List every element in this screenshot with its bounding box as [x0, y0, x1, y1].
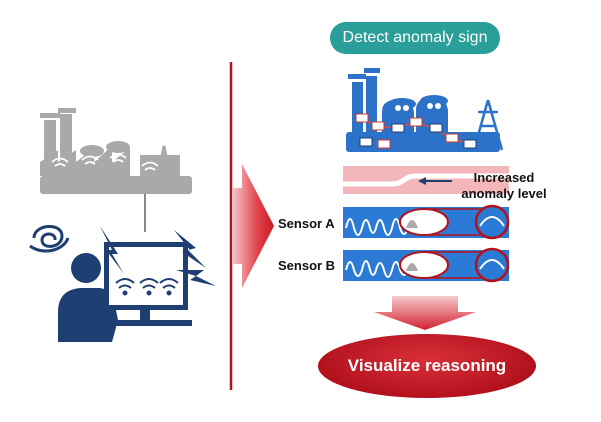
anomaly-level-curve [343, 173, 509, 187]
sensor-b-highlight [399, 251, 449, 279]
anomaly-pointer-arrowhead [418, 177, 426, 185]
process-arrow [232, 164, 274, 288]
sensor-a-wave [345, 218, 417, 236]
sensor-b-spike [406, 263, 418, 271]
sensor-a-spike [406, 220, 418, 228]
sensor-b-zoom [474, 247, 510, 283]
operator-icon [58, 253, 118, 342]
sensor-b-label: Sensor B [278, 258, 336, 273]
sensor-a-zoom [474, 204, 510, 240]
monitor-icon [100, 242, 192, 326]
gray-factory-icon [40, 108, 192, 194]
sensor-badges [355, 113, 477, 149]
sensor-b-zoom-wave [479, 259, 505, 270]
increased-anomaly-label: Increased anomaly level [449, 170, 559, 202]
sensor-a-label: Sensor A [278, 216, 335, 231]
down-arrow [374, 296, 476, 330]
visualize-reasoning-label: Visualize reasoning [347, 356, 507, 375]
detect-anomaly-label: Detect anomaly sign [342, 29, 488, 46]
sensor-b-wave [345, 260, 417, 278]
sensor-a-zoom-wave [479, 216, 505, 227]
increased-line-1: Increased [473, 170, 535, 185]
confused-swirl-icon [29, 225, 70, 253]
sensor-a-highlight [399, 208, 449, 236]
alert-lightning-icons [100, 226, 216, 286]
visualize-reasoning-badge: Visualize reasoning [318, 334, 536, 398]
transmission-tower-icon [472, 99, 504, 151]
increased-line-2: anomaly level [461, 186, 547, 201]
monitor-wifi-icons [115, 278, 179, 296]
gray-factory-wifi-icons [51, 153, 159, 171]
blue-factory-clouds [395, 103, 441, 111]
detect-anomaly-badge: Detect anomaly sign [330, 22, 500, 54]
